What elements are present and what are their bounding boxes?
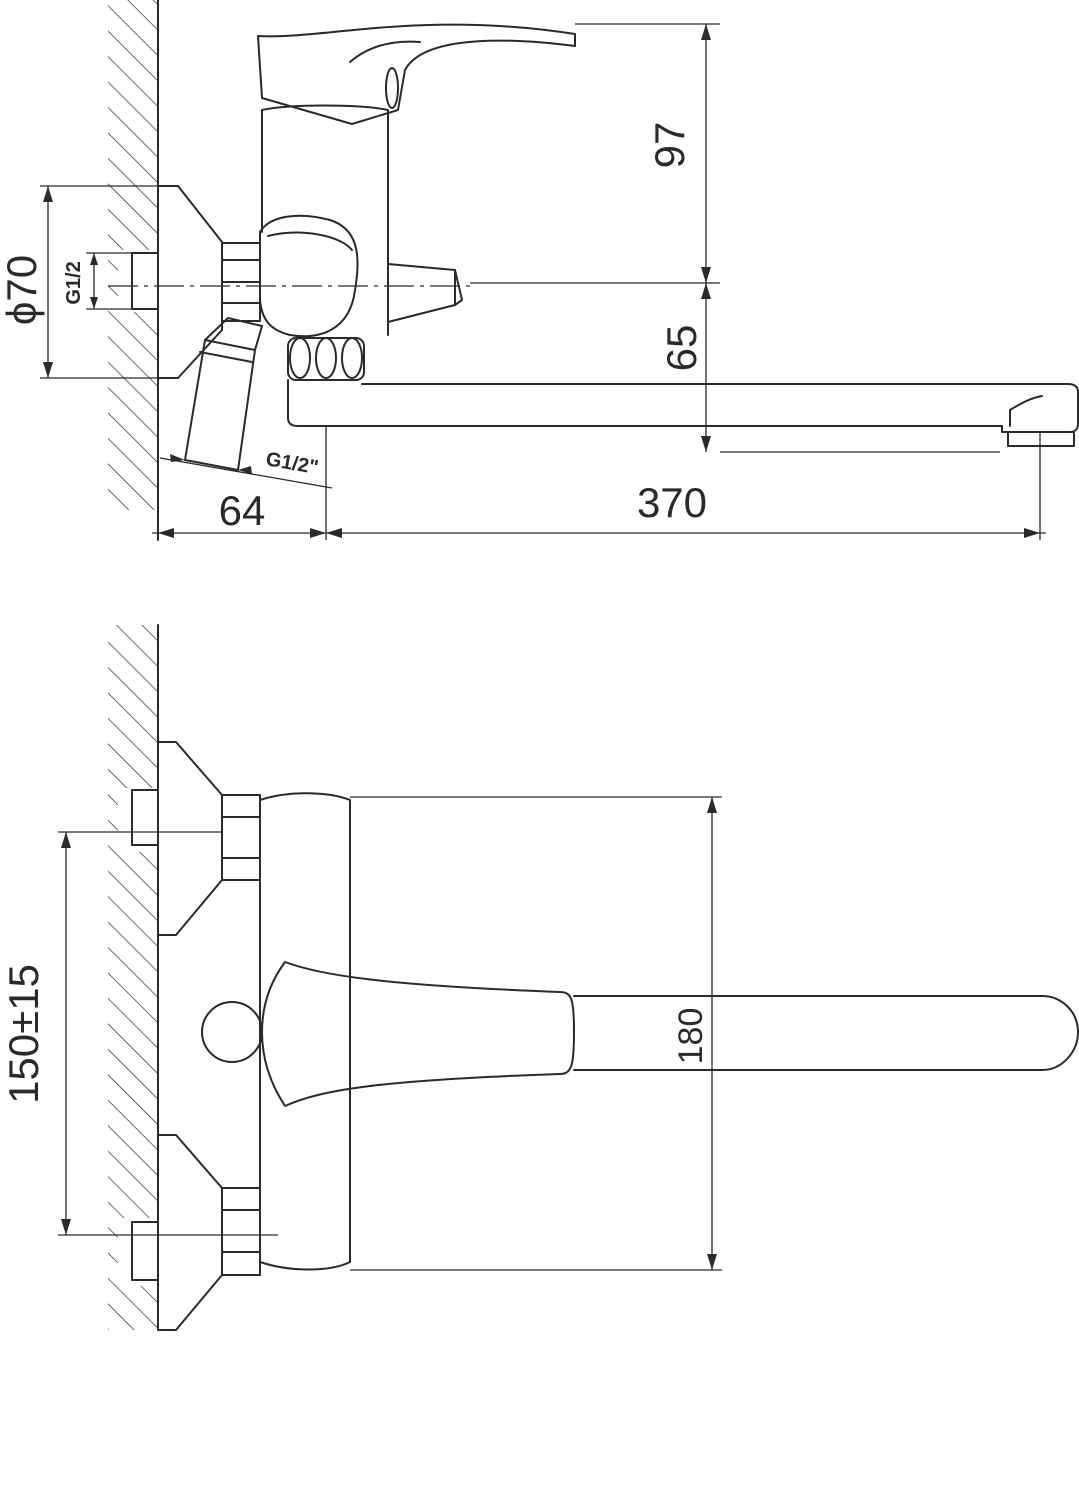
lever-handle-side <box>257 23 576 125</box>
dim-label-diameter-70: ϕ70 <box>0 255 45 325</box>
spout-side <box>287 379 1079 433</box>
diverter-knob-front <box>201 1001 263 1063</box>
dimension-diameter-70: ϕ70 <box>0 185 178 379</box>
inlet-connector-side <box>108 252 470 310</box>
spout-front <box>573 995 1079 1071</box>
wall-flange-side <box>157 185 223 379</box>
dim-label-g12-outlet: G1/2" <box>264 448 320 479</box>
wall-hatch-front <box>108 624 162 1331</box>
eccentric-body-side <box>259 214 359 338</box>
wall-hatch-side <box>108 0 162 541</box>
hex-nut-side <box>221 242 261 322</box>
dim-label-370: 370 <box>637 479 707 526</box>
dim-label-64: 64 <box>219 487 266 534</box>
dimension-150: 150±15 <box>0 831 278 1236</box>
dimension-180: 180 <box>350 796 722 1271</box>
dimension-65: 65 <box>658 283 1000 453</box>
dim-label-97: 97 <box>646 122 693 169</box>
dim-label-150: 150±15 <box>0 964 47 1104</box>
diverter-knob-side <box>387 263 463 323</box>
dim-label-180: 180 <box>672 1008 710 1065</box>
dimension-64: 64 <box>152 426 327 540</box>
mixer-body-side <box>261 104 389 336</box>
dim-label-g12-inlet: G1/2 <box>63 261 85 304</box>
front-view: 150±15 180 <box>0 624 1079 1331</box>
dimension-370: 370 <box>326 452 1046 540</box>
spout-swivel-side <box>287 337 365 381</box>
side-view: 97 65 ϕ70 G1/2 <box>0 0 1079 541</box>
dimension-97: 97 <box>470 23 720 284</box>
eccentric-inner-side <box>267 231 353 251</box>
lever-handle-front <box>261 961 575 1107</box>
dimension-g12-inlet: G1/2 <box>63 252 132 310</box>
dim-label-65: 65 <box>658 325 705 372</box>
mixer-body-front <box>259 792 351 1271</box>
